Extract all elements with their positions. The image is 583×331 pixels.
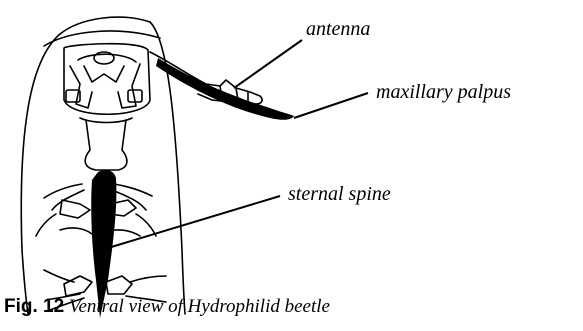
sternal-spine-label: sternal spine: [288, 183, 391, 205]
antenna-leader: [234, 40, 302, 88]
prosternum: [85, 120, 127, 170]
maxillary-palpus-label: maxillary palpus: [376, 81, 511, 103]
body-outline-left: [21, 34, 60, 314]
sternal-spine-leader: [108, 196, 280, 248]
maxillary-palpus-leader: [294, 93, 368, 118]
antenna-shape: [150, 52, 262, 104]
figure-caption: Fig. 12 Ventral view of Hydrophilid beet…: [4, 296, 330, 318]
figure-number: Fig. 12: [4, 296, 64, 317]
figure-caption-text: Ventral view of Hydrophilid beetle: [69, 296, 330, 317]
antenna-label: antenna: [306, 18, 370, 40]
